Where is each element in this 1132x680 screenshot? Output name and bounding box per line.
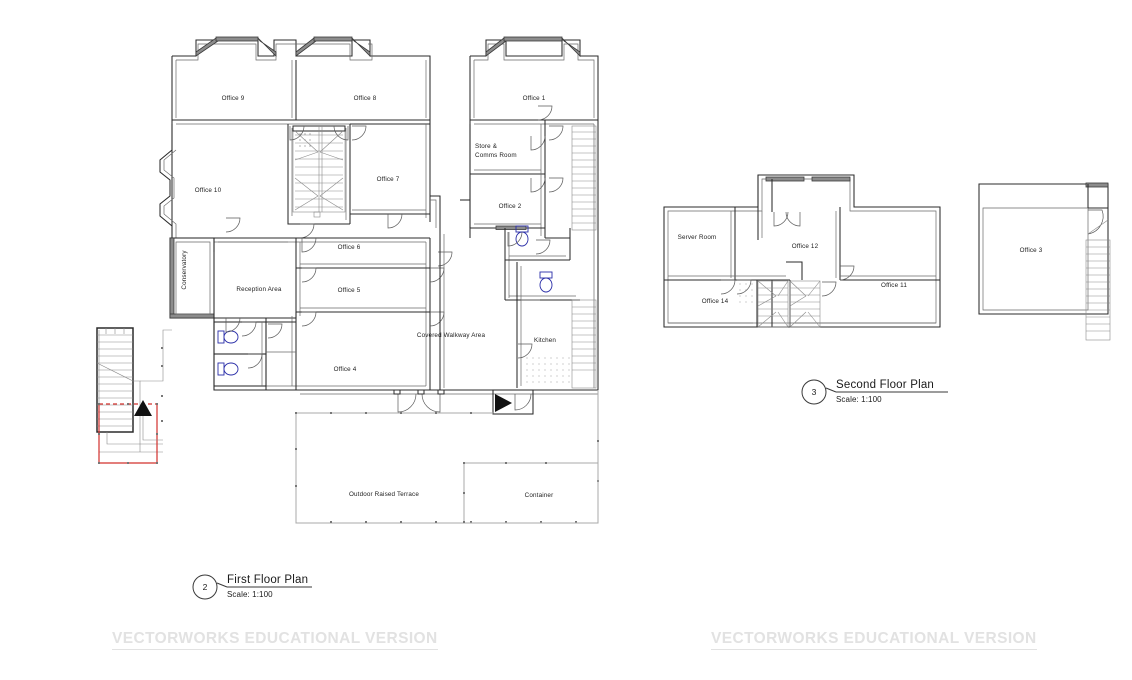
room-label: Reception Area (236, 286, 282, 293)
ffp-outer-walls (171, 36, 431, 238)
room-label: Office 9 (222, 95, 245, 102)
room-label: Office 8 (354, 95, 377, 102)
room-label: Office 2 (499, 203, 522, 210)
room-label: Office 3 (1020, 247, 1043, 254)
ffp-window-glazing-right (485, 36, 581, 57)
room-label: Office 7 (377, 176, 400, 183)
ffp-terrace (295, 390, 599, 524)
sfp-office3-block (978, 182, 1111, 341)
room-label: Kitchen (534, 337, 556, 344)
drawing-title: Second Floor Plan (836, 379, 934, 391)
ffp-kitchen (516, 262, 570, 388)
watermark-left: VECTORWORKS EDUCATIONAL VERSION (112, 630, 438, 650)
ffp-window-glazing (195, 36, 371, 57)
room-label: Server Room (678, 234, 717, 241)
ffp-right-wing (460, 36, 599, 390)
sfp-landing-hatch (739, 283, 753, 303)
room-label: Conservatory (181, 250, 188, 290)
ffp-external-stair (96, 327, 172, 464)
stair-up-arrow (134, 400, 152, 416)
first-floor-title-block[interactable]: 2 First Floor Plan Scale: 1:100 (192, 574, 312, 600)
room-label: Office 1 (523, 95, 546, 102)
drawing-scale: Scale: 1:100 (227, 590, 273, 599)
entry-direction-arrow (495, 394, 512, 412)
kitchen-floor-hatch (526, 357, 570, 383)
ffp-room-labels: Office 9 Office 8 Office 1 Office 10 Off… (181, 95, 556, 499)
watermark-right: VECTORWORKS EDUCATIONAL VERSION (711, 630, 1037, 650)
room-label: Covered Walkway Area (417, 332, 486, 339)
ffp-doors-upper (225, 125, 403, 239)
room-label: Outdoor Raised Terrace (349, 491, 419, 498)
room-label: Office 4 (334, 366, 357, 373)
ffp-walkway (296, 230, 598, 415)
ffp-right-stair (571, 125, 597, 389)
room-label: Office 10 (195, 187, 222, 194)
room-label: Comms Room (475, 152, 517, 159)
room-label: Office 11 (881, 282, 907, 289)
second-floor-title-block[interactable]: 3 Second Floor Plan Scale: 1:100 (801, 379, 948, 405)
room-label: Container (525, 492, 554, 499)
sfp-room-labels: Server Room Office 12 Office 11 Office 1… (678, 234, 1043, 305)
ffp-middle-band (159, 120, 441, 238)
terrace-dimension-ticks (295, 412, 599, 523)
drawing-number: 2 (203, 582, 208, 592)
room-label: Office 12 (792, 243, 819, 250)
drawing-number: 3 (812, 387, 817, 397)
ffp-central-stair (292, 125, 346, 218)
drawing-scale: Scale: 1:100 (836, 395, 882, 404)
sfp-stairs (739, 280, 821, 328)
drawing-number-bubble (192, 574, 218, 600)
drawing-number-bubble (801, 379, 827, 405)
room-label: Office 5 (338, 287, 361, 294)
room-label: Office 6 (338, 244, 361, 251)
room-label: Store & (475, 143, 498, 150)
sfp-doors (720, 211, 855, 297)
room-label: Office 14 (702, 298, 729, 305)
drawing-title: First Floor Plan (227, 574, 308, 586)
